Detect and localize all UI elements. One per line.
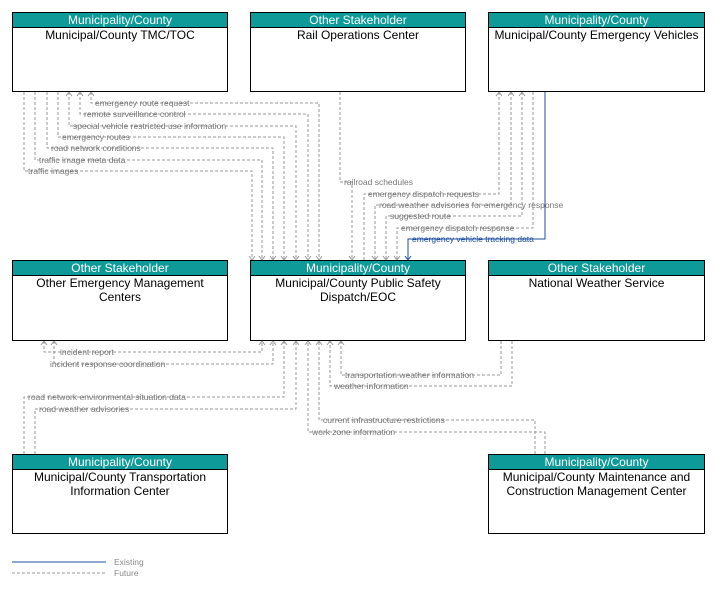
flow-line-work-zone-information — [307, 341, 546, 454]
flow-label: current infrastructure restrictions — [323, 415, 445, 425]
node-category: Municipality/County — [13, 455, 227, 470]
flow-label: emergency dispatch requests — [368, 189, 479, 199]
flow-label: weather information — [333, 381, 409, 391]
node-category: Other Stakeholder — [489, 261, 704, 276]
legend-future-label: Future — [114, 568, 139, 578]
node-other-emergency-management-centers[interactable]: Other Stakeholder Other Emergency Manage… — [12, 260, 228, 341]
flow-line-special-vehicle-restricted-use — [68, 92, 297, 260]
node-title: Other Emergency Management Centers — [36, 276, 204, 304]
node-tmc[interactable]: Municipality/County Municipal/County TMC… — [12, 12, 228, 92]
flow-label: suggested route — [390, 211, 451, 221]
flow-line-road-network-environmental-situation-data — [23, 341, 285, 454]
flow-line-incident-response-coordination — [53, 341, 274, 365]
flow-line-road-network-conditions — [46, 92, 274, 260]
flow-label: road weather advisories for emergency re… — [379, 200, 564, 210]
flow-line-emergency-routes — [57, 92, 285, 260]
node-transportation-information-center[interactable]: Municipality/County Municipal/County Tra… — [12, 454, 228, 534]
flow-label: work zone information — [311, 427, 395, 437]
flow-label: incident report — [60, 347, 115, 357]
flow-label: road weather advisories — [39, 404, 129, 414]
flow-label: railroad schedules — [344, 177, 413, 187]
flow-label: incident response coordination — [50, 359, 166, 369]
flow-label: road network environmental situation dat… — [28, 392, 186, 402]
flow-line-traffic-image-meta-data — [34, 92, 263, 260]
node-title: National Weather Service — [528, 276, 665, 290]
node-title: Municipal/County Public Safety Dispatch/… — [275, 276, 441, 304]
flow-line-transportation-weather-information — [340, 341, 502, 376]
legend-existing-label: Existing — [114, 557, 144, 567]
flow-line-current-infrastructure-restrictions — [318, 341, 536, 454]
node-category: Municipality/County — [13, 13, 227, 28]
flow-label: remote surveillance control — [84, 109, 186, 119]
node-category: Other Stakeholder — [13, 261, 227, 276]
flow-line-traffic-images — [23, 92, 253, 260]
flow-label: special vehicle restricted use informati… — [73, 121, 226, 131]
flow-line-suggested-route — [385, 92, 523, 260]
flow-label: emergency routes — [62, 132, 130, 142]
flow-label: emergency vehicle tracking data — [412, 234, 534, 244]
flow-line-incident-report — [43, 341, 263, 353]
node-title: Municipal/County Transportation Informat… — [33, 470, 207, 498]
flow-line-road-weather-advisories — [34, 341, 297, 454]
flow-label: emergency dispatch response — [401, 223, 515, 233]
node-title: Municipal/County TMC/TOC — [45, 28, 195, 42]
node-title: Municipal/County Emergency Vehicles — [494, 28, 699, 42]
legend: Existing Future — [12, 557, 144, 578]
flow-line-emergency-route-request — [90, 92, 320, 260]
node-title: Rail Operations Center — [296, 28, 420, 42]
flow-line-remote-surveillance-control — [79, 92, 309, 260]
node-emergency-vehicles[interactable]: Municipality/County Municipal/County Eme… — [488, 12, 705, 92]
flow-label: traffic image meta data — [39, 155, 126, 165]
node-category: Municipality/County — [489, 455, 704, 470]
node-maintenance-construction-center[interactable]: Municipality/County Municipal/County Mai… — [488, 454, 705, 534]
node-title: Municipal/County Maintenance and Constru… — [502, 470, 691, 498]
flow-line-emergency-dispatch-response — [396, 92, 534, 260]
flow-label: road network conditions — [51, 143, 141, 153]
flow-line-road-weather-advisories-for-emergency-response — [374, 92, 512, 260]
node-category: Municipality/County — [251, 261, 465, 276]
flow-line-emergency-vehicle-tracking-data — [407, 92, 546, 260]
node-national-weather-service[interactable]: Other Stakeholder National Weather Servi… — [488, 260, 705, 341]
node-public-safety-dispatch[interactable]: Municipality/County Municipal/County Pub… — [250, 260, 466, 341]
node-rail-operations-center[interactable]: Other Stakeholder Rail Operations Center — [250, 12, 466, 92]
flow-label: emergency route request — [95, 98, 190, 108]
flow-label: transportation weather information — [345, 370, 474, 380]
node-category: Other Stakeholder — [251, 13, 465, 28]
flow-line-weather-information — [329, 341, 513, 387]
flow-line-railroad-schedules — [339, 92, 353, 260]
flow-line-emergency-dispatch-requests — [363, 92, 500, 260]
node-category: Municipality/County — [489, 13, 704, 28]
flow-label: traffic images — [28, 166, 78, 176]
